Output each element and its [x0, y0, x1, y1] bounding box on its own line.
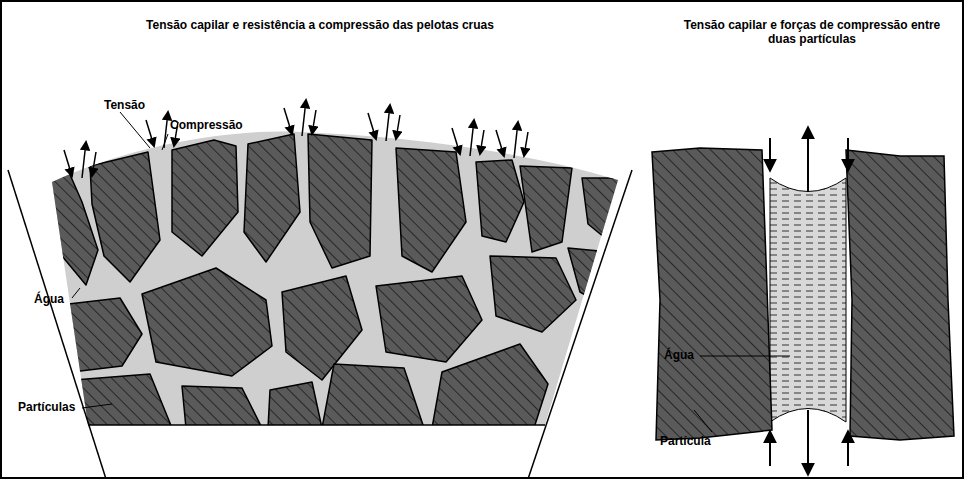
particle: [396, 148, 466, 272]
particle: [582, 178, 620, 242]
panel-title: Tensão capilar e forças de compressão en…: [677, 18, 947, 47]
particle: [142, 268, 272, 376]
particle-pair: [652, 128, 954, 474]
particle: [652, 148, 772, 440]
force-arrow: [807, 410, 809, 474]
tension-arrow: [386, 105, 390, 141]
pellet-outline: [88, 424, 545, 426]
particle: [846, 150, 954, 440]
particle: [52, 298, 142, 372]
compression-arrow: [312, 110, 316, 134]
water-bridge: [770, 178, 846, 422]
force-arrow: [847, 138, 849, 170]
particle: [432, 344, 548, 428]
leader-line: [694, 410, 712, 432]
particle: [182, 386, 262, 428]
compression-arrow: [496, 130, 504, 156]
pellet-section: [8, 100, 632, 479]
compression-arrow: [524, 132, 528, 156]
particle: [172, 140, 238, 256]
particle: [376, 276, 482, 362]
compression-arrow: [452, 128, 460, 154]
particle: [490, 256, 576, 332]
tension-arrow: [470, 120, 474, 156]
leader-line: [120, 112, 150, 148]
force-arrow: [769, 138, 771, 170]
compression-arrow: [92, 152, 96, 176]
particle: [322, 364, 424, 428]
particle: [268, 382, 322, 428]
particle: [308, 134, 372, 268]
compression-arrow: [480, 130, 484, 154]
particle: [90, 152, 160, 282]
force-arrow: [847, 432, 849, 466]
compression-arrow: [64, 150, 72, 176]
pellet-outline: [528, 170, 632, 479]
force-arrow: [769, 432, 771, 466]
part-label: Compressão: [170, 118, 243, 132]
leader-line: [700, 356, 790, 357]
tension-arrow: [302, 100, 306, 136]
compression-arrow: [146, 120, 154, 146]
part-label: Água: [664, 348, 694, 362]
leader-line: [82, 404, 112, 408]
compression-arrow: [396, 115, 400, 139]
compression-arrow: [368, 113, 376, 139]
panel-title: Tensão capilar e resistência a compressã…: [146, 18, 494, 32]
particle: [42, 170, 98, 285]
part-label: Tensão: [104, 98, 145, 112]
particle: [520, 166, 572, 252]
pellet-outline: [8, 170, 106, 479]
compression-arrow: [284, 108, 292, 134]
leader-line: [72, 288, 80, 298]
particle: [74, 374, 172, 428]
part-label: Partículas: [18, 400, 75, 414]
part-label: Partícula: [660, 434, 711, 448]
tension-arrow: [82, 142, 86, 178]
leader-line: [162, 134, 168, 150]
tension-arrow: [514, 122, 518, 158]
particle: [476, 160, 524, 242]
part-label: Água: [34, 292, 64, 306]
particle: [244, 134, 300, 262]
force-arrow: [807, 128, 809, 192]
